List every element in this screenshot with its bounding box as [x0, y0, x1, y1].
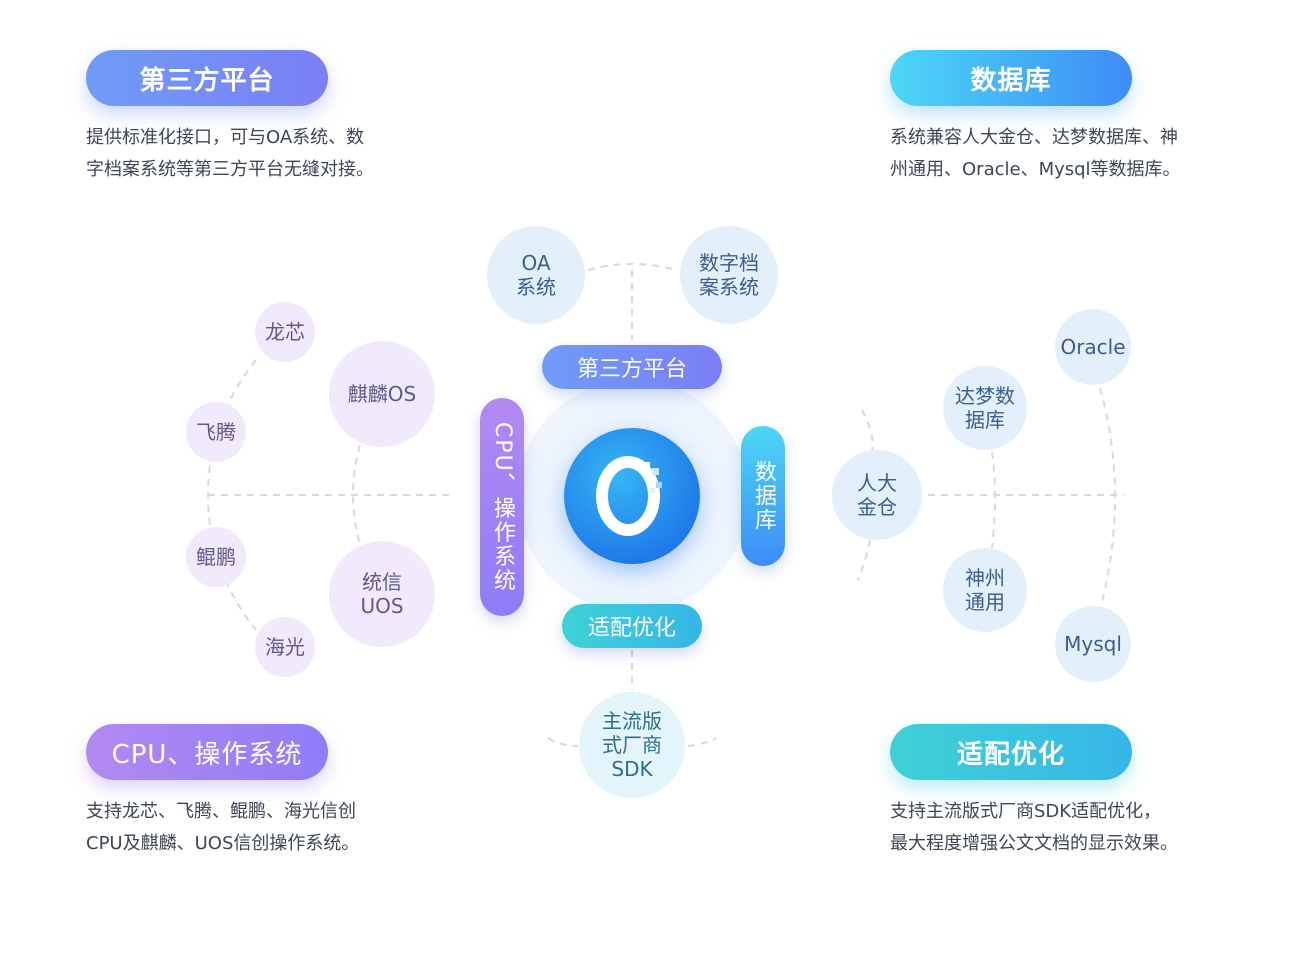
node-hygon: 海光 — [255, 617, 315, 677]
bottom-arc-left — [547, 737, 579, 747]
right-near-arc-top — [861, 409, 874, 459]
top-arc — [587, 263, 677, 271]
hub-logo-circle — [564, 428, 700, 564]
adapt-title: 适配优化 — [890, 724, 1132, 780]
adapt-description: 支持主流版式厂商SDK适配优化， 最大程度增强公文文档的显示效果。 — [890, 801, 1178, 854]
node-mysql: Mysql — [1055, 606, 1131, 682]
third-party-title: 第三方平台 — [86, 50, 328, 106]
database-description: 系统兼容人大金仓、达梦数据库、神 州通用、Oracle、Mysql等数据库。 — [890, 127, 1181, 180]
left-outer-arc — [206, 359, 257, 631]
node-digital-archive: 数字档案系统 — [680, 226, 778, 324]
hub-left-pill: CPU、操作系统 — [480, 398, 524, 616]
cpu-os-title: CPU、操作系统 — [86, 724, 328, 780]
third-party-description: 提供标准化接口，可与OA系统、数 字档案系统等第三方平台无缝对接。 — [86, 127, 374, 180]
hub-right-pill: 数据库 — [741, 426, 785, 566]
right-inner-arc — [991, 451, 996, 549]
database-title: 数据库 — [890, 50, 1132, 106]
hub-bottom-pill: 适配优化 — [562, 604, 702, 648]
right-near-arc-bottom — [857, 539, 871, 581]
node-kylin-os: 麒麟OS — [329, 341, 435, 447]
node-oracle: Oracle — [1055, 309, 1131, 385]
hub-top-pill: 第三方平台 — [542, 345, 722, 389]
logo-icon — [596, 456, 662, 536]
bottom-arc-right — [687, 737, 717, 747]
cpu-os-description: 支持龙芯、飞腾、鲲鹏、海光信创 CPU及麒麟、UOS信创操作系统。 — [86, 801, 360, 854]
node-loongson: 龙芯 — [255, 302, 315, 362]
right-outer-arc — [1099, 387, 1116, 611]
node-kingbase: 人大金仓 — [832, 450, 922, 540]
node-dameng: 达梦数据库 — [943, 366, 1027, 450]
node-shenzhou: 神州通用 — [943, 548, 1027, 632]
node-phytium: 飞腾 — [186, 402, 246, 462]
node-kunpeng: 鲲鹏 — [186, 527, 246, 587]
